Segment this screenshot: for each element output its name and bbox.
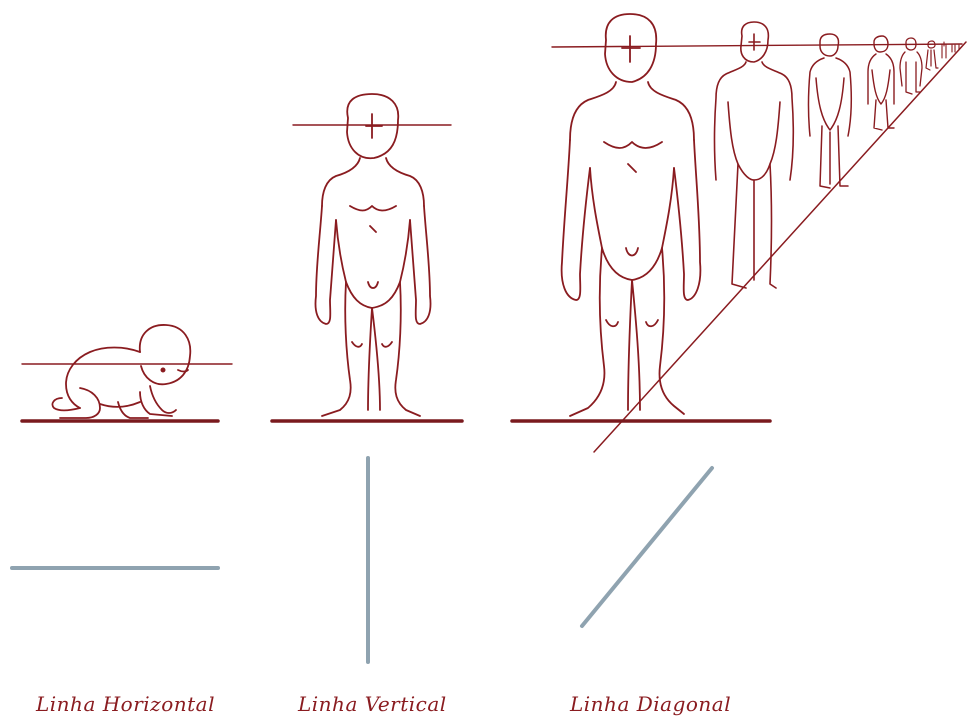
caption-horizontal-line: Linha Horizontal [36, 692, 215, 716]
perspective-figure-2 [715, 22, 794, 288]
perspective-figure-6 [926, 41, 938, 70]
caption-diagonal-line: Linha Diagonal [570, 692, 731, 716]
perspective-figure-3 [809, 34, 852, 188]
perspective-figure-4 [868, 36, 894, 130]
standing-child-figure [293, 94, 451, 416]
caption-vertical-line: Linha Vertical [298, 692, 447, 716]
crawling-baby-figure [22, 325, 232, 418]
perspective-figure-5 [900, 38, 922, 94]
diagonal-line-example [582, 468, 712, 626]
